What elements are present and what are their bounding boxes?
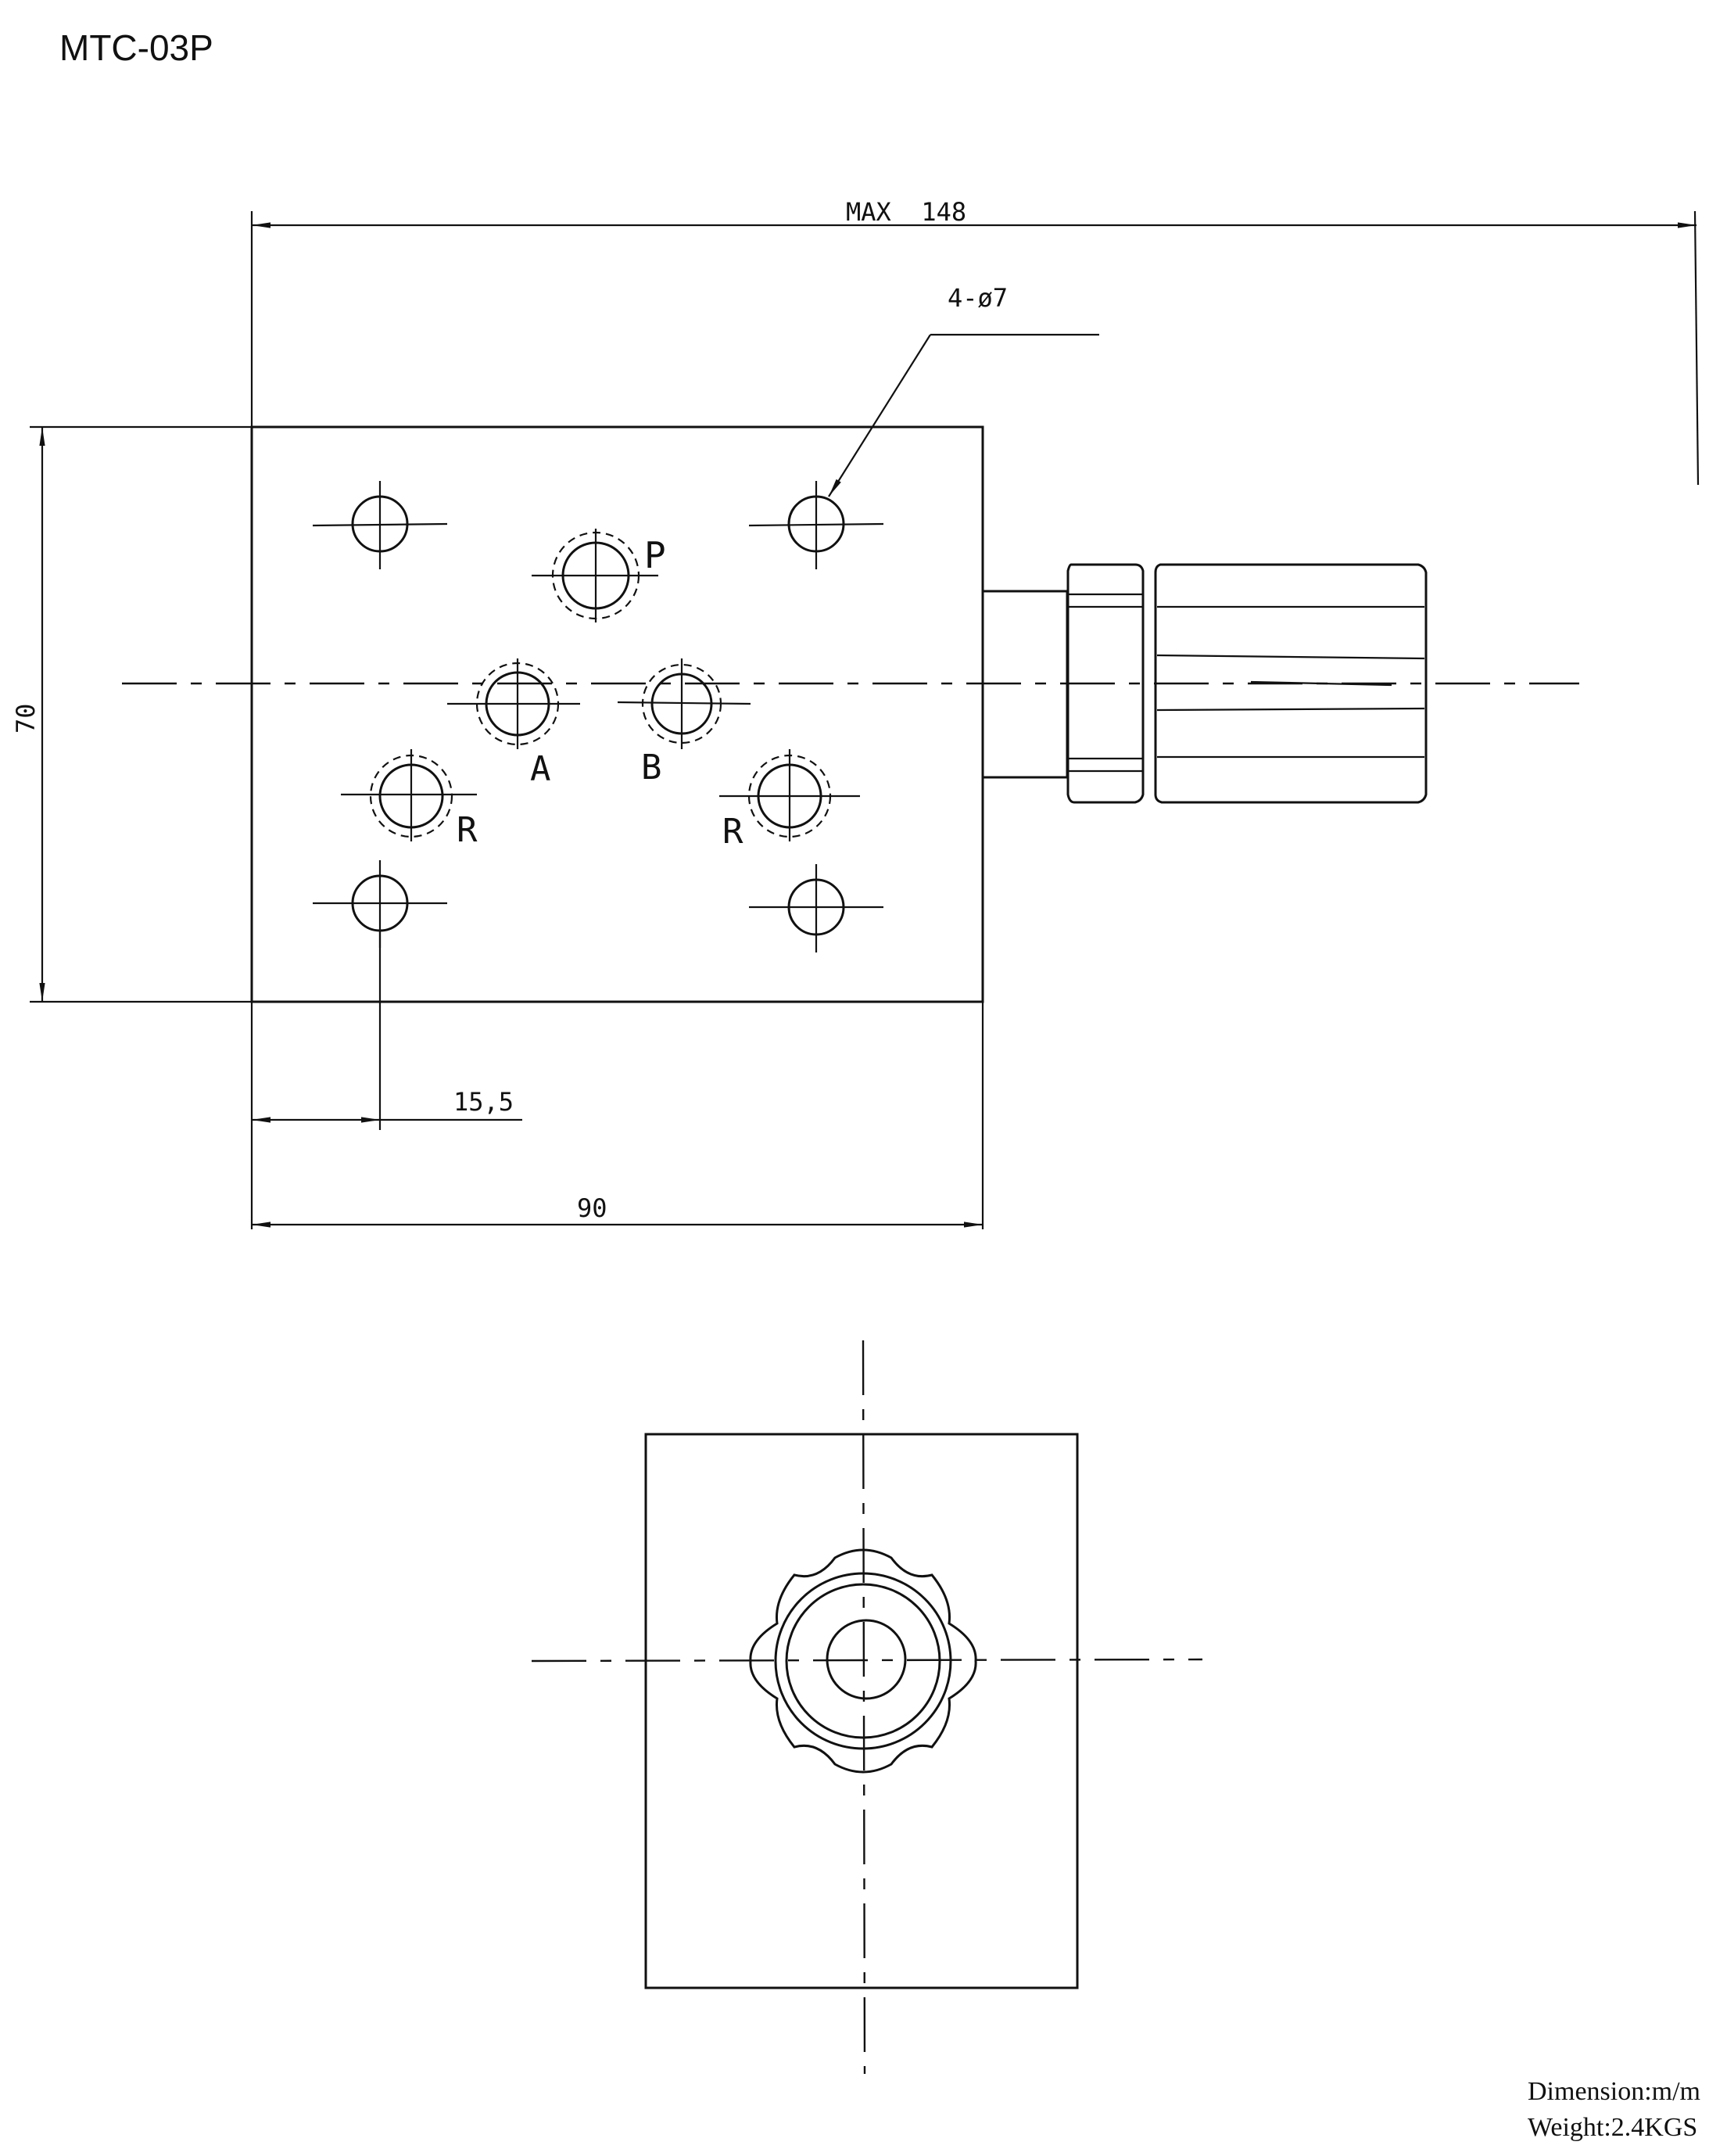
dimension-unit-note: Dimension:m/m xyxy=(1528,2077,1700,2106)
dimension-hole-offset-label: 15,5 xyxy=(453,1087,514,1117)
drawing-footer: Dimension:m/m Weight:2.4KGS xyxy=(1528,2074,1700,2146)
port-r-left xyxy=(341,749,477,841)
drawing-title: MTC-03P xyxy=(59,27,213,68)
front-vertical-centerline xyxy=(862,1340,866,2075)
dimension-overall-length-label: MAX 148 xyxy=(846,197,966,227)
hole-callout-leader xyxy=(828,333,1099,497)
port-p xyxy=(532,529,658,622)
dimension-hole-offset xyxy=(250,931,522,1229)
mounting-hole-bottom-right xyxy=(749,864,883,952)
dimension-overall-length xyxy=(250,210,1700,486)
port-r-left-label: R xyxy=(457,810,478,850)
mounting-hole-top-right xyxy=(748,481,884,569)
front-horizontal-centerline xyxy=(531,1658,1203,1663)
port-r-right xyxy=(719,749,860,841)
top-view: P A B R xyxy=(11,197,1700,1229)
dimension-width-label: 90 xyxy=(577,1193,607,1223)
weight-note: Weight:2.4KGS xyxy=(1528,2113,1698,2142)
port-r-right-label: R xyxy=(722,812,743,852)
dimension-height-label: 70 xyxy=(11,703,41,734)
dimension-width xyxy=(252,1002,984,1229)
port-b xyxy=(617,658,751,749)
mounting-hole-top-left xyxy=(312,481,448,569)
port-a-label: A xyxy=(530,749,551,789)
front-view xyxy=(531,1340,1203,2075)
dimension-height xyxy=(30,425,252,1003)
port-p-label: P xyxy=(644,534,666,576)
port-b-label: B xyxy=(641,748,662,787)
adjuster-knob xyxy=(749,1548,977,1774)
hole-callout-label: 4-ø7 xyxy=(948,283,1008,313)
valve-body-top xyxy=(250,425,984,1003)
valve-body-front xyxy=(644,1433,1079,1989)
port-a xyxy=(447,658,580,749)
adjuster-profile xyxy=(981,563,1428,804)
